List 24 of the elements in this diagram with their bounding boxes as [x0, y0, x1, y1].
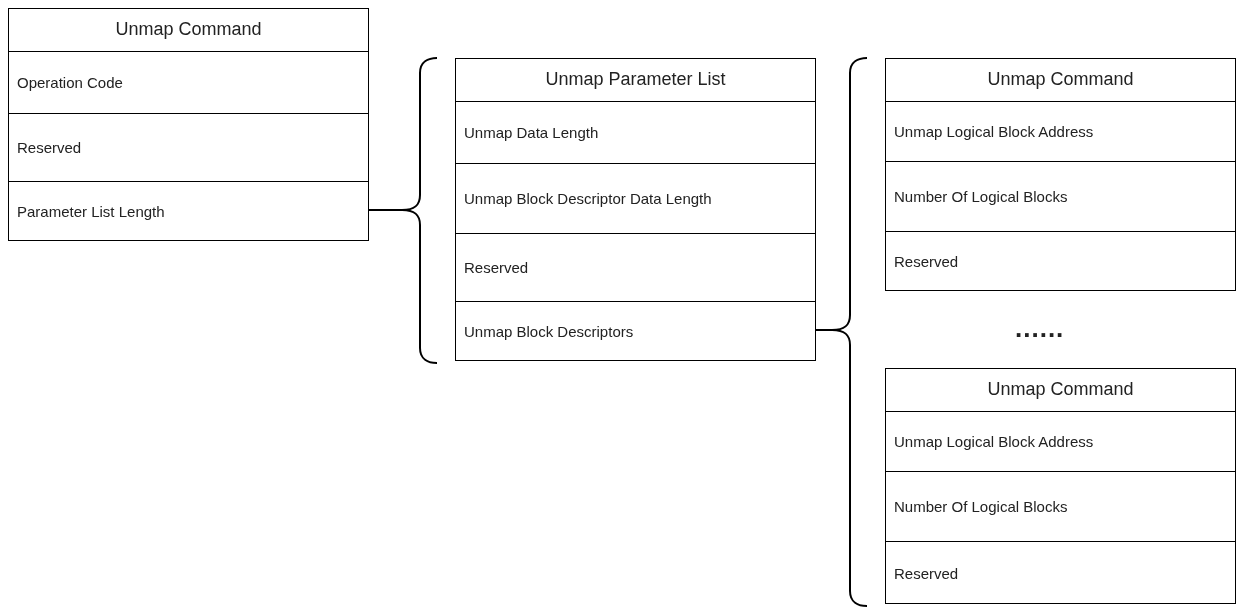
table-header: Unmap Command	[986, 68, 1135, 91]
table-row: Reserved	[886, 231, 1235, 291]
table-row: Unmap Logical Block Address	[886, 101, 1235, 161]
table-row: Parameter List Length	[9, 181, 368, 241]
table	[8, 8, 369, 241]
table-header: Unmap Command	[986, 378, 1135, 401]
table-row: Unmap Block Descriptor Data Length	[456, 163, 815, 233]
ellipsis-label: ......	[1015, 318, 1065, 338]
table-row: Number Of Logical Blocks	[886, 161, 1235, 231]
table-header: Unmap Command	[114, 18, 263, 41]
table-header: Unmap Parameter List	[544, 68, 727, 91]
curly-brace-connector	[815, 329, 868, 607]
table-row: Unmap Logical Block Address	[886, 411, 1235, 471]
table	[885, 368, 1236, 604]
table-row: Number Of Logical Blocks	[886, 471, 1235, 541]
table-row: Unmap Block Descriptors	[456, 301, 815, 361]
table-row: Reserved	[9, 113, 368, 181]
table	[455, 58, 816, 361]
table	[885, 58, 1236, 291]
table-row: Reserved	[456, 233, 815, 301]
curly-brace-connector	[368, 57, 438, 364]
table-row: Unmap Data Length	[456, 101, 815, 163]
table-row: Operation Code	[9, 51, 368, 113]
table-row: Reserved	[886, 541, 1235, 604]
